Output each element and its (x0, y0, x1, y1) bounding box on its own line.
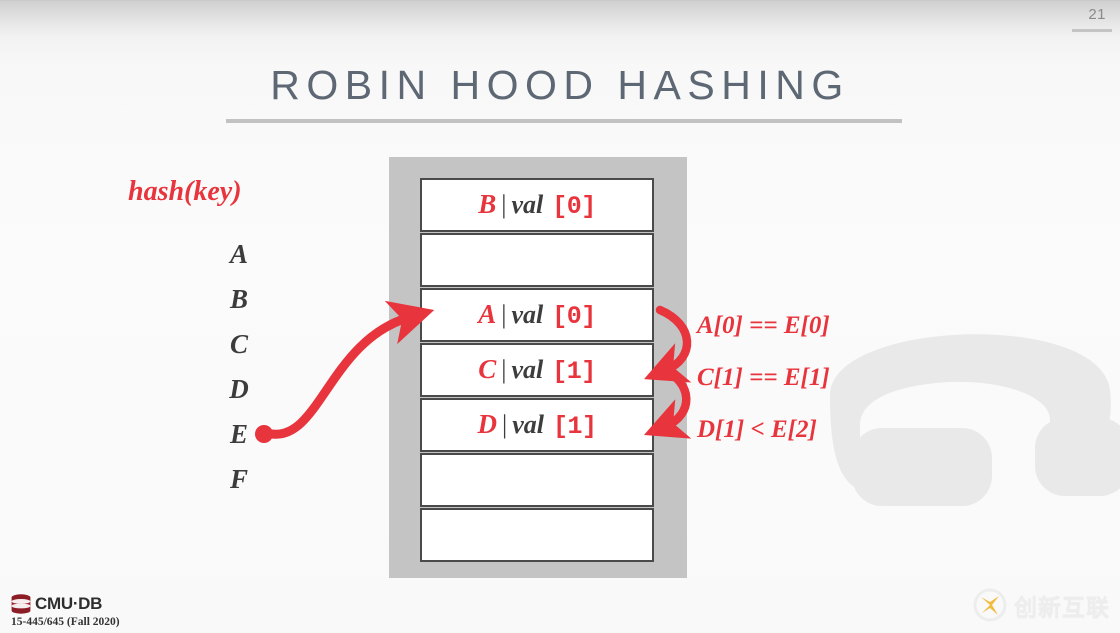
database-icon (11, 594, 31, 614)
table-row (420, 233, 654, 287)
title-underline (226, 119, 902, 123)
table-row: A | val [0] (420, 288, 654, 342)
slot-separator: | (501, 190, 507, 219)
annotation-c-vs-e: C[1] == E[1] (697, 364, 830, 391)
slot-key: C (478, 354, 497, 384)
slot-content: A | val [0] (478, 299, 596, 331)
course-label: 15-445/645 (Fall 2020) (11, 616, 120, 628)
slot-separator: | (501, 300, 507, 329)
key-item-b: B (229, 284, 248, 314)
slot-separator: | (501, 355, 507, 384)
header-band (0, 0, 1120, 37)
page-number-rule (1072, 29, 1112, 32)
page-title: ROBIN HOOD HASHING (270, 62, 850, 108)
slot-index: [1] (552, 357, 596, 386)
key-item-d: D (229, 374, 249, 404)
slot-value: val (511, 300, 544, 329)
slot-index: [0] (552, 302, 596, 331)
table-row: D | val [1] (420, 398, 654, 452)
table-row: C | val [1] (420, 343, 654, 397)
key-item-f: F (229, 464, 248, 494)
comparison-annotations: A[0] == E[0] C[1] == E[1] D[1] < E[2] (697, 300, 830, 456)
slot-separator: | (502, 410, 508, 439)
key-list: A B C D E F (222, 232, 256, 502)
key-item-e: E (229, 419, 248, 449)
cmudb-brand-text: CMU·DB (35, 594, 103, 613)
page-number: 21 (1088, 6, 1106, 23)
site-watermark: 创新互联 (973, 588, 1110, 622)
slot-key: D (477, 409, 498, 439)
table-row: B | val [0] (420, 178, 654, 232)
slot-value: val (512, 410, 544, 439)
slot-value: val (511, 355, 544, 384)
key-item-a: A (229, 239, 248, 269)
key-item-c: C (229, 329, 248, 359)
slot-index: [1] (552, 412, 597, 441)
table-row (420, 508, 654, 562)
watermark-logo-icon (973, 588, 1007, 622)
slot-content: D | val [1] (478, 409, 597, 441)
header-fade (0, 36, 1120, 64)
slot-content: B | val [0] (478, 189, 596, 221)
hash-table-slots: B | val [0] A | val [0] C (420, 178, 654, 563)
slot-key: B (478, 189, 497, 219)
cmudb-logo: CMU·DB (10, 594, 102, 614)
slot-content: C | val [1] (478, 354, 596, 386)
watermark-text: 创新互联 (1014, 595, 1110, 621)
table-row (420, 453, 654, 507)
slot-key: A (478, 299, 497, 329)
annotation-d-vs-e: D[1] < E[2] (697, 416, 817, 443)
slot-value: val (511, 190, 544, 219)
hash-function-label: hash(key) (128, 176, 242, 207)
slot-index: [0] (552, 192, 596, 221)
annotation-a-vs-e: A[0] == E[0] (697, 312, 830, 339)
